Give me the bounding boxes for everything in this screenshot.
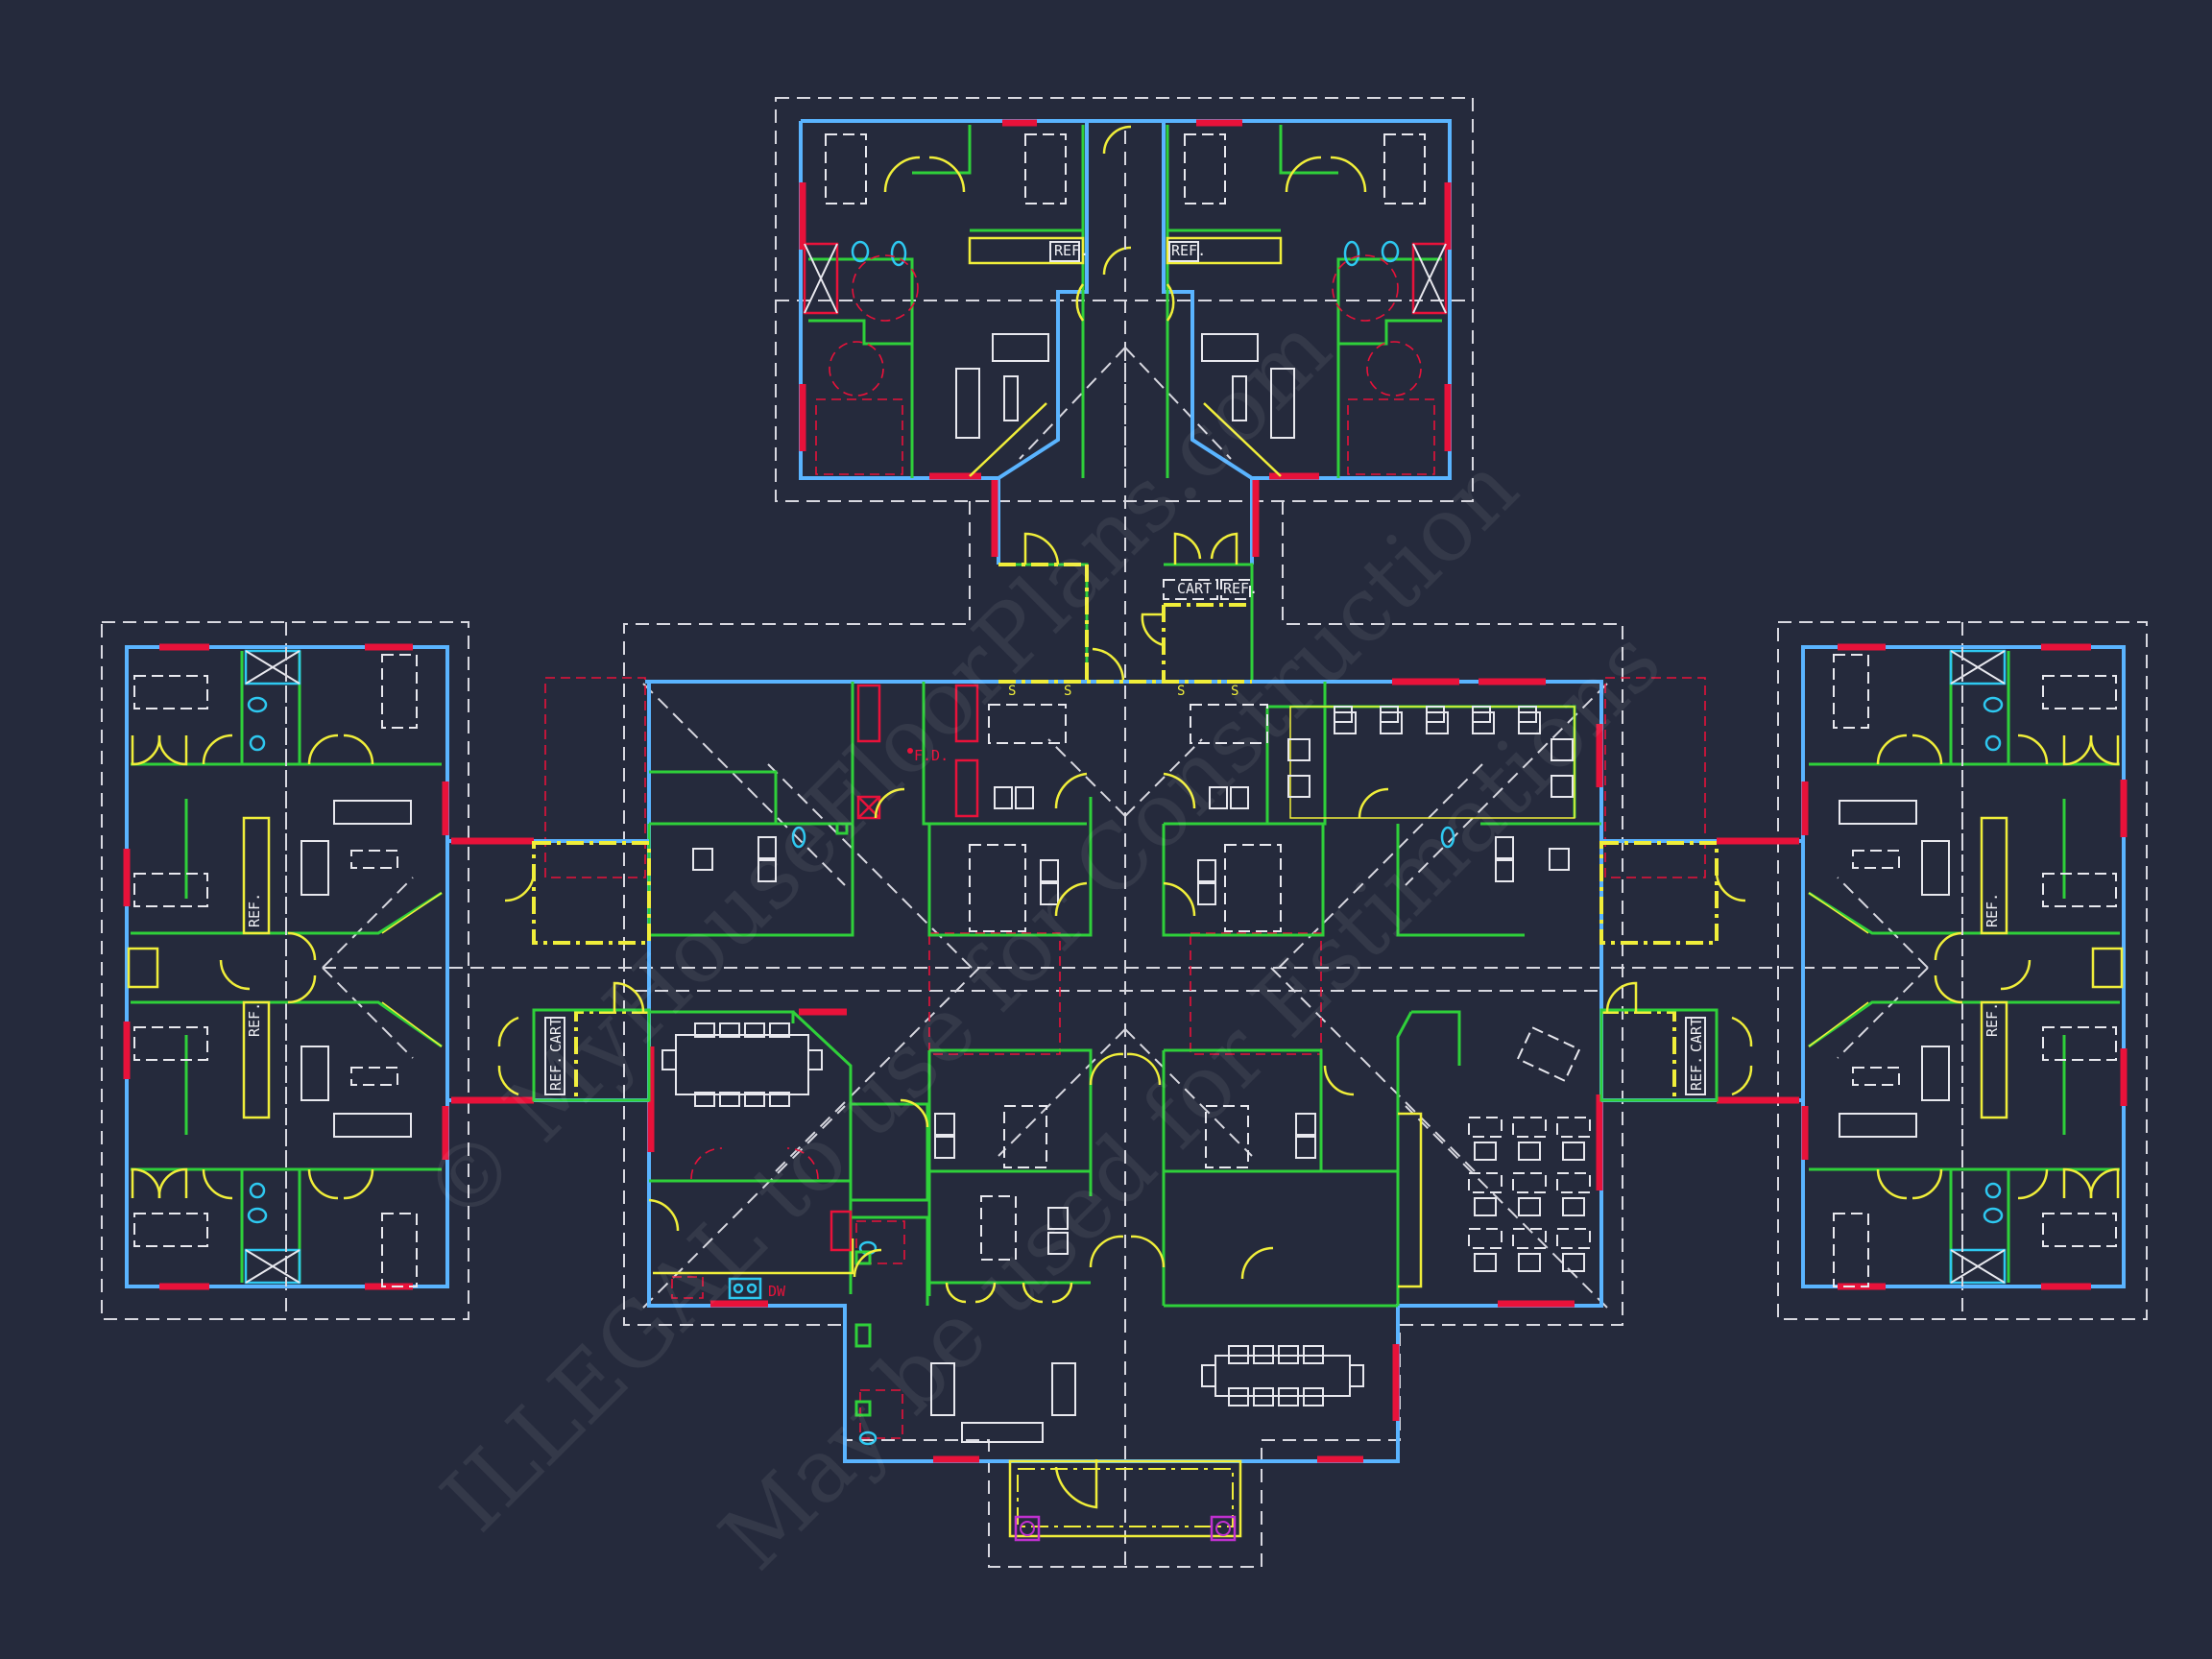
north-connector: CART REF. bbox=[991, 478, 1260, 683]
stair-marker: S bbox=[1008, 684, 1016, 699]
conference-table-west bbox=[661, 1022, 823, 1107]
conference-table-south bbox=[1201, 1345, 1364, 1407]
ref-label-north-right: REF. bbox=[1171, 242, 1206, 259]
ceiling-zones bbox=[544, 677, 1706, 1055]
dishwasher-label: DW bbox=[768, 1283, 786, 1300]
cart-label-west-service: CART bbox=[547, 1018, 565, 1052]
ref-label-west-service: REF. bbox=[547, 1056, 565, 1091]
west-wing: REF. REF. bbox=[123, 643, 449, 1290]
stair-marker: S bbox=[1231, 684, 1238, 699]
ref-label-north-left: REF. bbox=[1054, 242, 1089, 259]
central-building: F.D. S S S S bbox=[645, 678, 1603, 1542]
ref-label-east-upper: REF. bbox=[1984, 893, 2001, 927]
ref-label-west-upper: REF. bbox=[246, 893, 263, 927]
east-wing: REF. REF. bbox=[1801, 643, 2128, 1290]
cart-label-east-service: CART bbox=[1688, 1018, 1705, 1052]
north-wing: REF. REF. bbox=[799, 119, 1452, 480]
classroom-desks bbox=[1468, 1025, 1591, 1272]
ref-label-north-service: REF. bbox=[1223, 580, 1258, 597]
cart-label-north: CART bbox=[1177, 580, 1212, 597]
east-connector: REF. CART bbox=[1599, 837, 1803, 1104]
stair-marker: S bbox=[1177, 684, 1185, 699]
ref-label-east-service: REF. bbox=[1688, 1056, 1705, 1091]
stair-marker: S bbox=[1064, 684, 1071, 699]
floor-drain-label: F.D. bbox=[914, 747, 949, 764]
ref-label-west-lower: REF. bbox=[246, 1002, 263, 1037]
west-connector: REF. CART bbox=[447, 837, 651, 1104]
ref-label-east-lower: REF. bbox=[1984, 1002, 2001, 1037]
conference-chairs-north bbox=[1287, 706, 1574, 798]
